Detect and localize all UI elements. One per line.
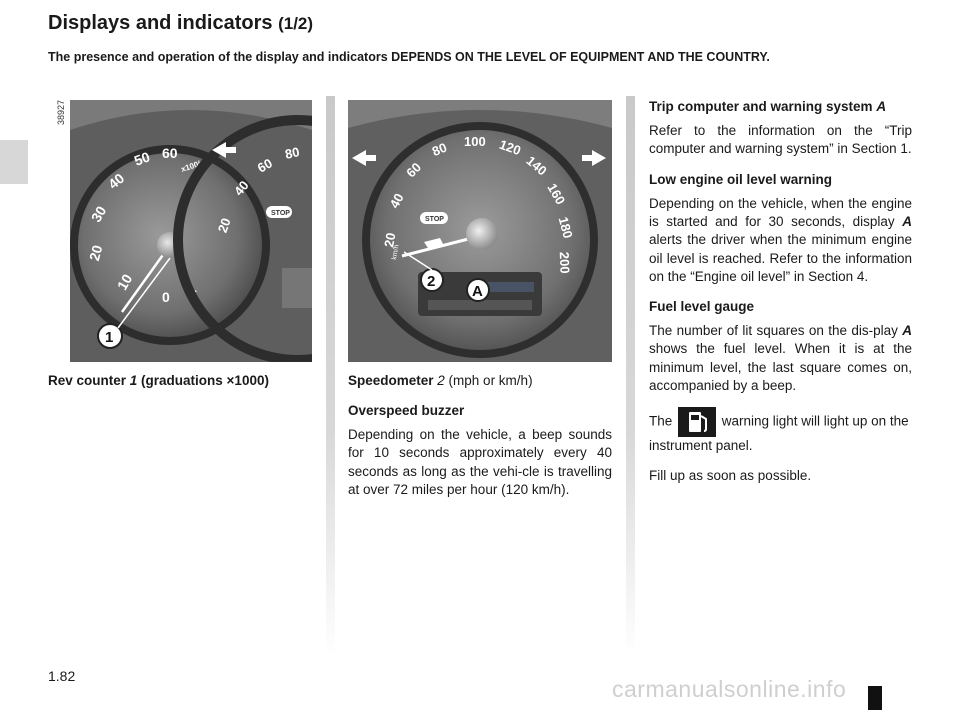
arrow-right-icon xyxy=(582,150,606,166)
speed-scale-40: 40 xyxy=(387,191,407,211)
speedometer-illustration: 20 40 60 80 100 120 140 160 180 200 km/h… xyxy=(348,100,612,362)
column-separator-1 xyxy=(326,96,335,656)
right-column: Trip computer and warning system A Refer… xyxy=(649,98,912,498)
callout-2: 2 xyxy=(427,273,435,290)
rev-counter-figure: 0 10 20 30 40 50 60 x100/min T 20 40 60 … xyxy=(70,100,312,362)
watermark: carmanualsonline.info xyxy=(612,676,847,702)
arrow-left-icon-center xyxy=(352,150,376,166)
rev-counter-caption: Rev counter 1 (graduations ×1000) xyxy=(48,373,269,388)
rev-scale-50: 50 xyxy=(132,148,152,168)
page-number: 1.82 xyxy=(48,668,76,684)
overspeed-heading: Overspeed buzzer xyxy=(348,403,465,418)
rev-scale-60: 60 xyxy=(162,145,178,161)
figure-ref-left: 38927 xyxy=(56,100,66,126)
oil-heading: Low engine oil level warning xyxy=(649,171,833,187)
stop-warning-icon-left xyxy=(266,206,292,218)
speed2-scale-60: 60 xyxy=(255,155,275,175)
speed-scale-200: 200 xyxy=(557,252,573,274)
rev-scale-10: 10 xyxy=(114,271,136,293)
speed-scale-180: 180 xyxy=(556,215,576,240)
page-title: Displays and indicators (1/2) xyxy=(48,12,314,34)
callout-a: A xyxy=(472,283,483,300)
fuel-heading: Fuel level gauge xyxy=(649,298,755,314)
arrow-left-icon-left xyxy=(212,142,236,158)
stop-warning-icon-center xyxy=(420,212,448,224)
speed2-scale-80: 80 xyxy=(284,144,301,162)
rev-scale-20: 20 xyxy=(86,243,106,262)
page-subtitle: The presence and operation of the displa… xyxy=(48,50,770,64)
fuel-warning-text: The warning light will light up on the i… xyxy=(649,407,912,455)
corner-mark xyxy=(868,686,882,710)
stop-label-left: STOP xyxy=(271,210,290,217)
speed2-scale-20: 20 xyxy=(215,216,234,235)
speed-unit-label: km/h xyxy=(391,244,401,260)
speedometer-figure: 20 40 60 80 100 120 140 160 180 200 km/h… xyxy=(348,100,612,362)
speed-scale-120: 120 xyxy=(497,137,523,159)
column-separator-2 xyxy=(626,96,635,656)
speed-scale-80: 80 xyxy=(430,140,449,159)
speedometer-caption: Speedometer 2 (mph or km/h) xyxy=(348,373,533,388)
fuel-text: The number of lit squares on the dis-pla… xyxy=(649,323,912,393)
rev-scale-0: 0 xyxy=(162,289,170,305)
section-tab xyxy=(0,140,28,184)
overspeed-section: Overspeed buzzer Depending on the vehicl… xyxy=(348,402,612,511)
overspeed-text: Depending on the vehicle, a beep sounds … xyxy=(348,427,612,497)
trip-heading: Trip computer and warning system A xyxy=(649,99,887,114)
rev-scale-30: 30 xyxy=(88,203,110,225)
speed-scale-20: 20 xyxy=(381,232,398,249)
oil-text: Depending on the vehicle, when the engin… xyxy=(649,195,912,284)
fuel-pump-icon xyxy=(678,407,717,438)
rev-counter-illustration: 0 10 20 30 40 50 60 x100/min T 20 40 60 … xyxy=(70,100,312,362)
title-part: (1/2) xyxy=(278,14,314,33)
stop-label-center: STOP xyxy=(425,216,444,223)
fill-up-text: Fill up as soon as possible. xyxy=(649,468,812,484)
callout-1: 1 xyxy=(105,329,113,346)
speed-scale-100: 100 xyxy=(464,134,486,149)
trip-text: Refer to the information on the “Trip co… xyxy=(649,123,912,157)
